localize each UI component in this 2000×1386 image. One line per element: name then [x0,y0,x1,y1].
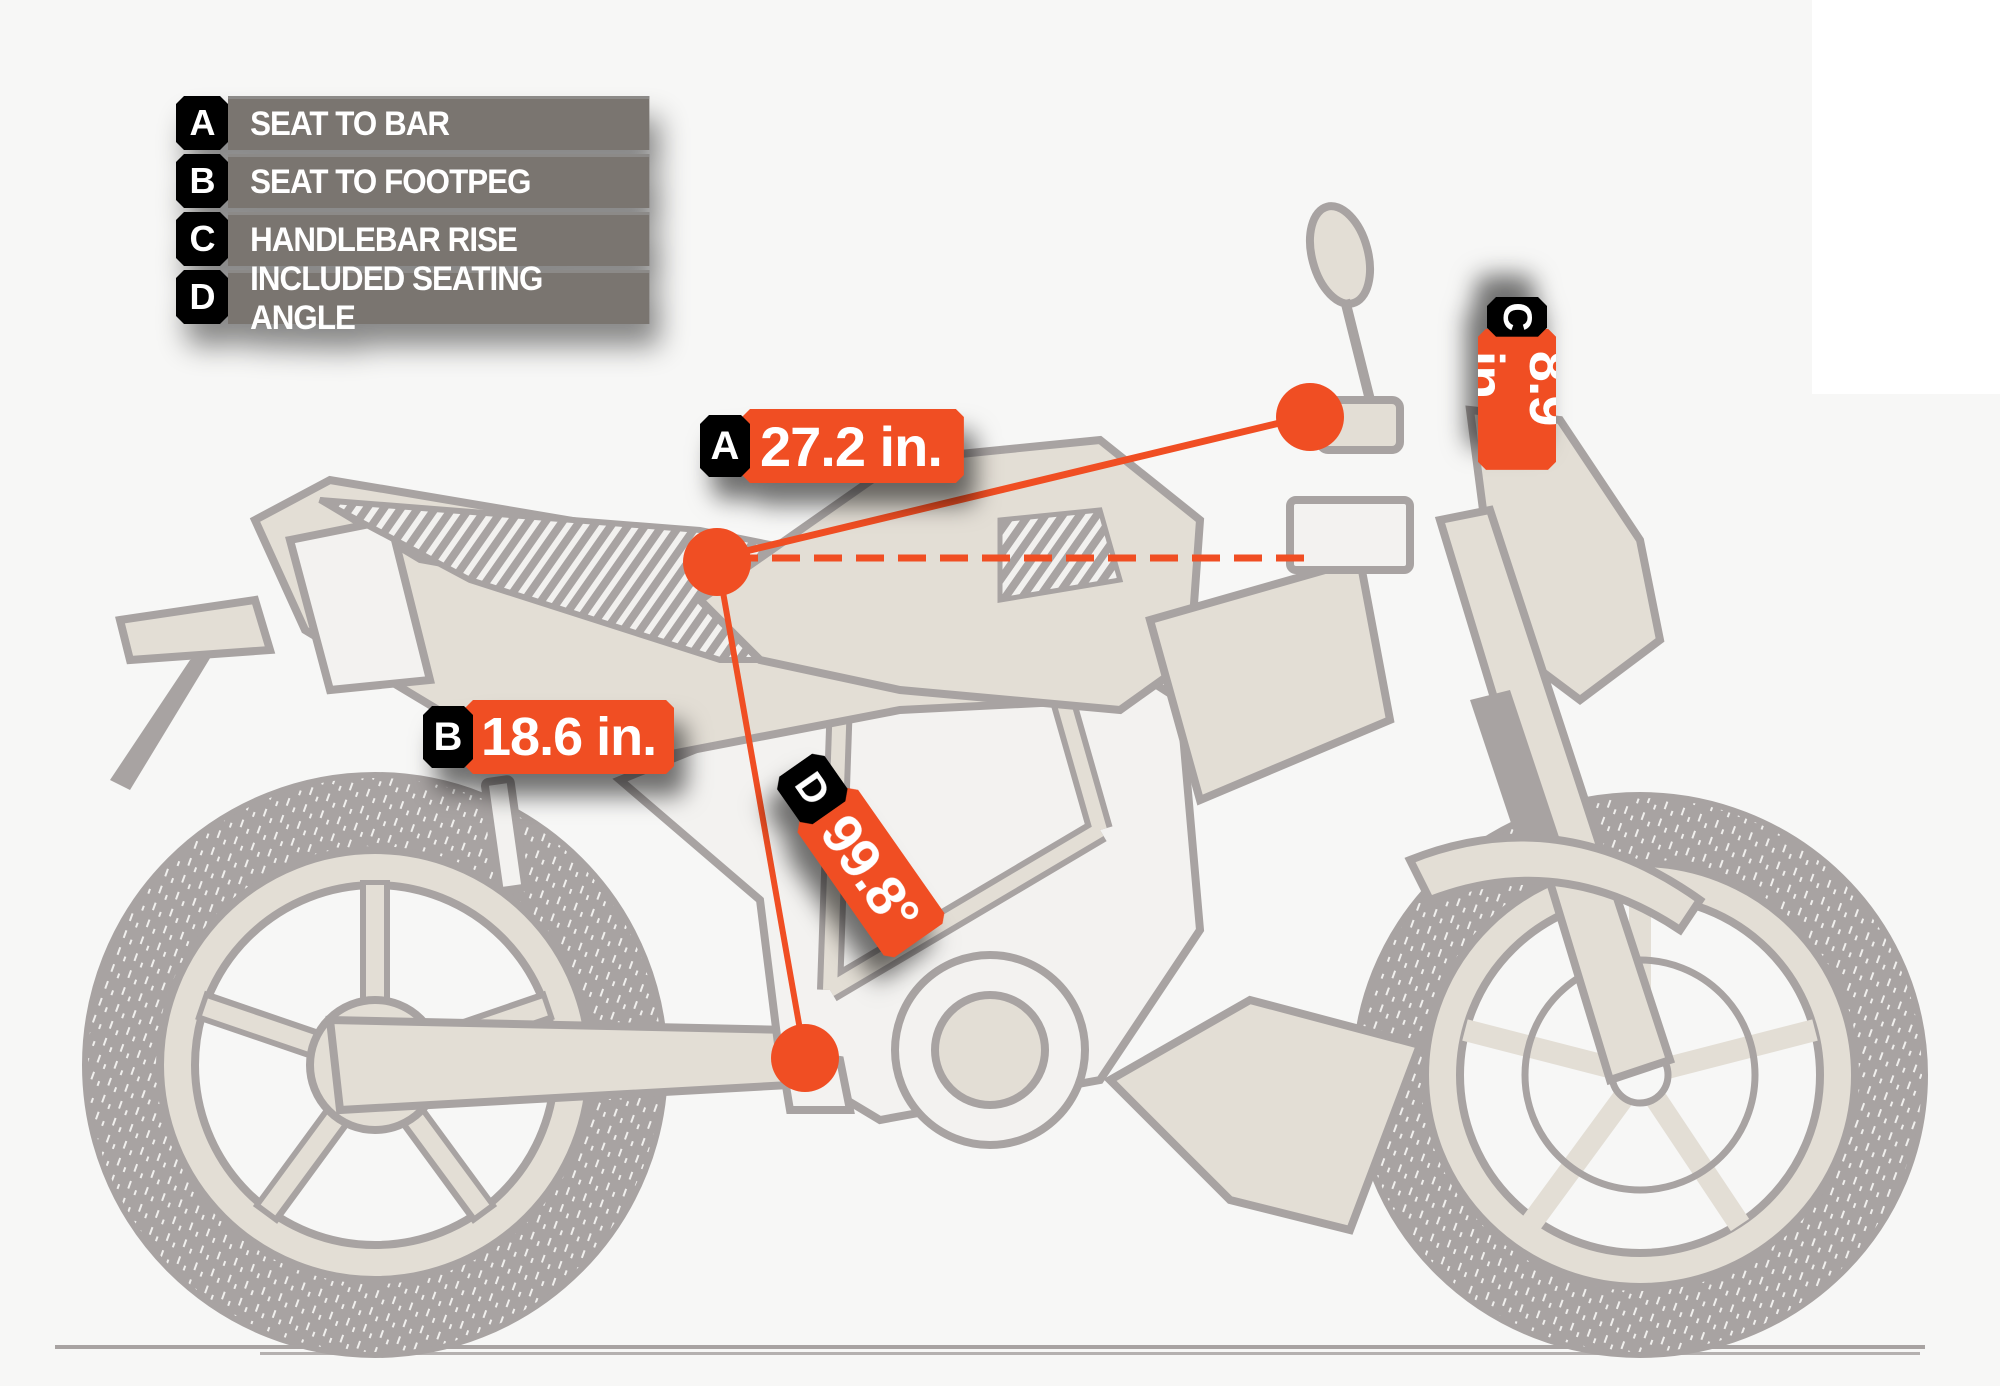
legend-item-b: B SEAT TO FOOTPEG [176,154,686,208]
tag-value: 27.2 in. [742,409,964,483]
legend-item-a: A SEAT TO BAR [176,96,686,150]
side-panel [1145,554,1395,806]
legend-item-d: D INCLUDED SEATING ANGLE [176,260,686,337]
measurement-tag-seat-to-bar: A 27.2 in. [700,409,964,483]
handlebar-point [1276,383,1344,451]
seat-point [683,528,751,596]
tag-key: C [1487,297,1547,337]
measurement-tag-seat-to-footpeg: B 18.6 in. [423,700,674,774]
legend-key: C [176,212,228,266]
legend-label: INCLUDED SEATING ANGLE [228,260,650,337]
front-fork [1434,505,1676,1086]
measurement-lines [714,411,1314,1059]
legend-label: HANDLEBAR RISE [228,212,650,266]
swingarm [325,1015,794,1115]
tag-value: 18.6 in. [465,700,674,774]
legend: A SEAT TO BAR B SEAT TO FOOTPEG C HANDLE… [176,96,686,337]
tag-key: B [423,706,473,768]
legend-key: D [176,270,228,324]
legend-label: SEAT TO FOOTPEG [228,154,650,208]
legend-item-c: C HANDLEBAR RISE [176,212,686,266]
measurement-points [683,383,1344,1092]
legend-label: SEAT TO BAR [228,96,650,150]
ground-line [55,1345,1925,1355]
tag-value: 8.9 in. [1478,329,1556,470]
tag-key: A [700,415,750,477]
footpeg-point [771,1024,839,1092]
front-fender [1404,833,1706,936]
legend-key: A [176,96,228,150]
legend-key: B [176,154,228,208]
background-panel [1812,0,2000,394]
